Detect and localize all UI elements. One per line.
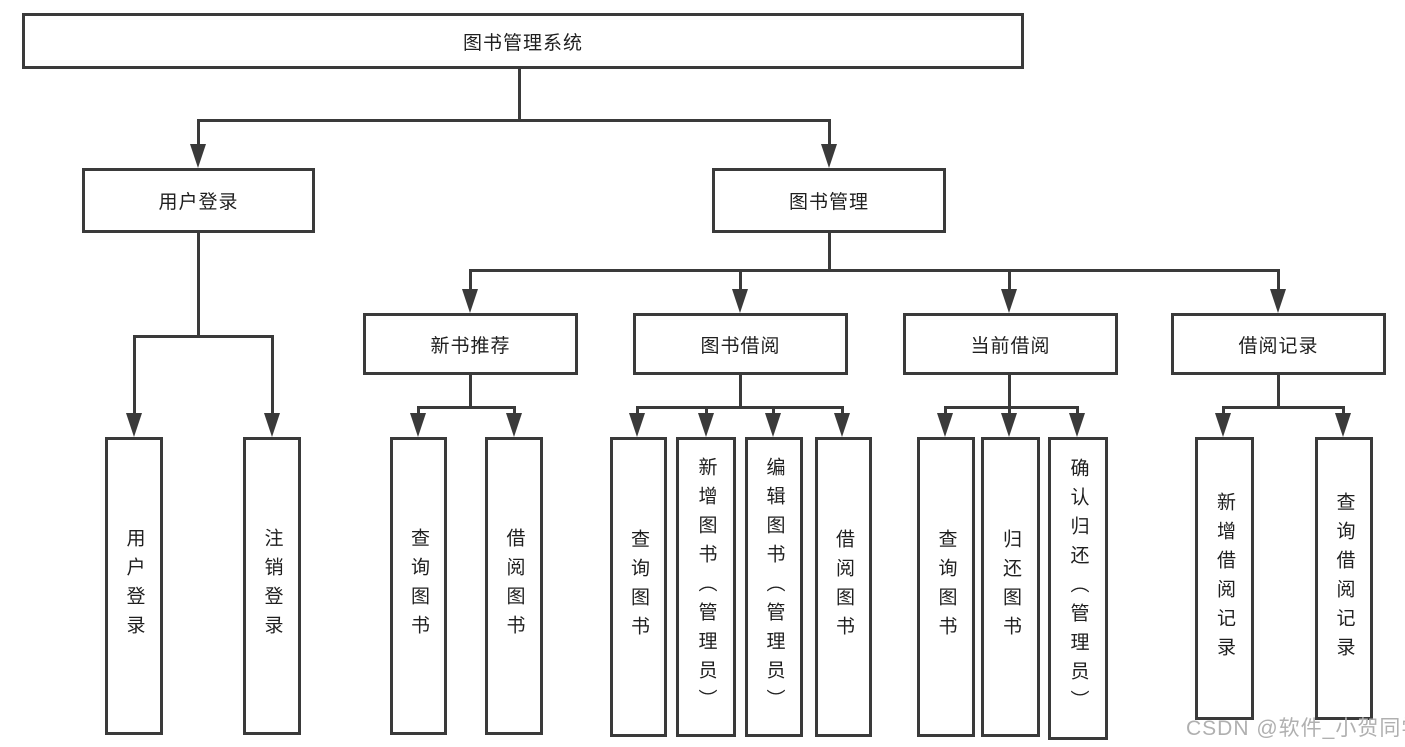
arrow-down-icon — [765, 413, 781, 437]
connector-line — [1076, 406, 1079, 415]
connector-line — [739, 375, 742, 406]
node-leaf-return-books-label: 归还图书 — [1000, 529, 1021, 645]
node-user-login-label: 用户登录 — [158, 192, 239, 213]
arrow-down-icon — [1270, 289, 1286, 313]
connector-line — [772, 406, 775, 415]
node-leaf-add-books-admin: 新增图书（管理员） — [676, 437, 736, 737]
node-leaf-query-books-2-label: 查询图书 — [628, 529, 649, 645]
node-borrow-records: 借阅记录 — [1171, 313, 1386, 375]
connector-line — [1277, 269, 1280, 291]
node-leaf-user-login: 用户登录 — [105, 437, 163, 735]
connector-line — [197, 119, 200, 147]
node-leaf-logout: 注销登录 — [243, 437, 301, 735]
arrow-down-icon — [1001, 413, 1017, 437]
node-book-borrow-label: 图书借阅 — [700, 335, 781, 357]
arrow-down-icon — [834, 413, 850, 437]
node-leaf-query-borrow-record: 查询借阅记录 — [1315, 437, 1373, 720]
arrow-down-icon — [732, 289, 748, 313]
node-leaf-borrow-books-1-label: 借阅图书 — [503, 528, 525, 644]
node-leaf-return-books: 归还图书 — [981, 437, 1040, 737]
connector-line — [739, 269, 742, 291]
node-leaf-query-books-3-label: 查询图书 — [935, 529, 957, 645]
connector-line — [469, 269, 1280, 272]
connector-line — [1008, 406, 1011, 415]
connector-line — [1008, 269, 1011, 291]
node-leaf-add-books-admin-label: 新增图书（管理员） — [695, 456, 717, 718]
arrow-down-icon — [698, 413, 714, 437]
connector-line — [417, 406, 420, 415]
connector-line — [1008, 375, 1011, 406]
connector-line — [1277, 375, 1280, 406]
node-leaf-add-borrow-record-label: 新增借阅记录 — [1214, 491, 1235, 666]
node-leaf-edit-books-admin-label: 编辑图书（管理员） — [763, 456, 785, 718]
node-leaf-user-login-label: 用户登录 — [123, 528, 145, 644]
node-book-management: 图书管理 — [712, 168, 946, 233]
arrow-down-icon — [1069, 413, 1085, 437]
connector-line — [133, 335, 274, 338]
arrow-down-icon — [1335, 413, 1351, 437]
arrow-down-icon — [821, 144, 837, 168]
node-leaf-query-books-1-label: 查询图书 — [408, 528, 429, 644]
arrow-down-icon — [190, 144, 206, 168]
connector-line — [417, 406, 515, 409]
arrow-down-icon — [462, 289, 478, 313]
connector-line — [469, 375, 472, 406]
connector-line — [469, 269, 472, 291]
node-borrow-records-label: 借阅记录 — [1238, 335, 1319, 357]
connector-line — [944, 406, 1078, 409]
connector-line — [513, 406, 516, 415]
node-leaf-query-books-2: 查询图书 — [610, 437, 667, 737]
csdn-watermark: CSDN @软件_小贺同学 — [1186, 717, 1405, 740]
arrow-down-icon — [410, 413, 426, 437]
node-book-borrow: 图书借阅 — [633, 313, 848, 375]
arrow-down-icon — [1001, 289, 1017, 313]
connector-line — [828, 119, 831, 147]
node-leaf-add-borrow-record: 新增借阅记录 — [1195, 437, 1254, 720]
connector-line — [1222, 406, 1225, 415]
connector-line — [518, 69, 521, 119]
arrow-down-icon — [126, 413, 142, 437]
node-leaf-query-books-3: 查询图书 — [917, 437, 975, 737]
node-leaf-confirm-return-admin-label: 确认归还（管理员） — [1067, 458, 1089, 719]
node-leaf-confirm-return-admin: 确认归还（管理员） — [1048, 437, 1108, 740]
arrow-down-icon — [937, 413, 953, 437]
node-root: 图书管理系统 — [22, 13, 1024, 69]
connector-line — [197, 233, 200, 335]
node-new-book-recommend-label: 新书推荐 — [430, 335, 511, 357]
connector-line — [133, 335, 136, 415]
node-root-label: 图书管理系统 — [462, 32, 583, 54]
node-leaf-borrow-books-2-label: 借阅图书 — [833, 529, 854, 645]
connector-line — [271, 335, 274, 415]
connector-line — [705, 406, 708, 415]
connector-line — [841, 406, 844, 415]
connector-line — [828, 233, 831, 269]
node-new-book-recommend: 新书推荐 — [363, 313, 578, 375]
connector-line — [636, 406, 639, 415]
arrow-down-icon — [506, 413, 522, 437]
connector-line — [1222, 406, 1344, 409]
arrow-down-icon — [1215, 413, 1231, 437]
connector-line — [944, 406, 947, 415]
arrow-down-icon — [629, 413, 645, 437]
node-current-borrow-label: 当前借阅 — [970, 335, 1051, 357]
node-leaf-logout-label: 注销登录 — [261, 528, 283, 644]
node-current-borrow: 当前借阅 — [903, 313, 1118, 375]
node-leaf-query-borrow-record-label: 查询借阅记录 — [1333, 491, 1355, 666]
node-user-login: 用户登录 — [82, 168, 315, 233]
node-book-management-label: 图书管理 — [788, 192, 869, 213]
node-leaf-borrow-books-2: 借阅图书 — [815, 437, 872, 737]
connector-line — [1342, 406, 1345, 415]
arrow-down-icon — [264, 413, 280, 437]
connector-line — [636, 406, 843, 409]
node-leaf-borrow-books-1: 借阅图书 — [485, 437, 543, 735]
node-leaf-query-books-1: 查询图书 — [390, 437, 447, 735]
node-leaf-edit-books-admin: 编辑图书（管理员） — [745, 437, 803, 737]
connector-line — [197, 119, 831, 122]
